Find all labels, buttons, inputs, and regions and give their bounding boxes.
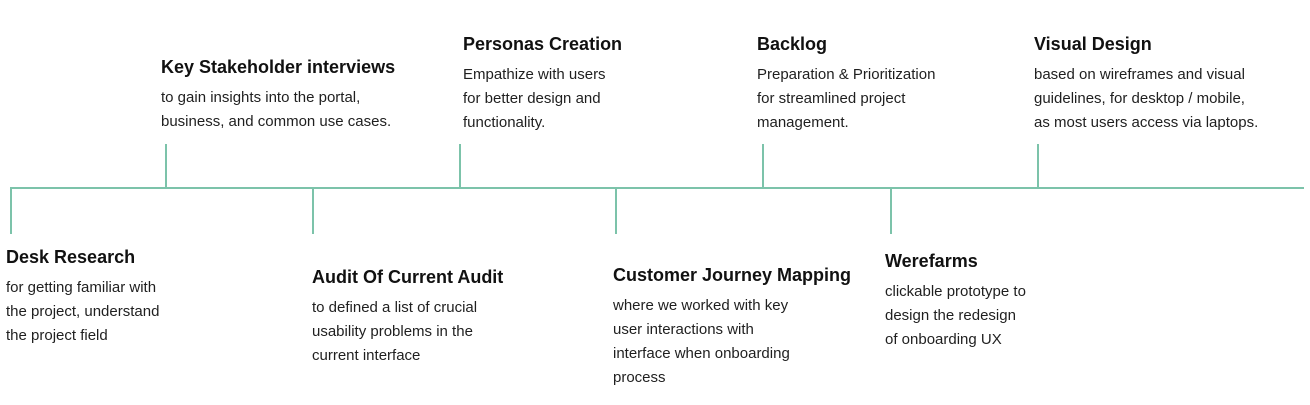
milestone-description: to defined a list of crucial usability p… bbox=[312, 299, 478, 364]
timeline-tick-personas-creation bbox=[459, 144, 461, 188]
timeline-tick-customer-journey-mapping bbox=[615, 187, 617, 234]
milestone-description: for getting familiar with the project, u… bbox=[6, 279, 160, 344]
milestone-title: Audit Of Current Audit bbox=[312, 267, 504, 287]
milestone-description: Empathize with users for better design a… bbox=[463, 66, 606, 131]
milestone-title: Visual Design bbox=[1034, 34, 1152, 54]
timeline-tick-werefarms bbox=[890, 187, 892, 234]
milestone-title: Werefarms bbox=[885, 251, 978, 271]
milestone-audit-of-current-audit: Audit Of Current Audit to defined a list… bbox=[312, 266, 503, 368]
milestone-title: Personas Creation bbox=[463, 34, 623, 54]
milestone-title: Backlog bbox=[757, 34, 828, 54]
milestone-backlog: Backlog Preparation & Prioritization for… bbox=[757, 33, 935, 135]
milestone-description: clickable prototype to design the redesi… bbox=[885, 283, 1026, 348]
timeline-tick-key-stakeholder-interviews bbox=[165, 144, 167, 188]
milestone-desk-research: Desk Research for getting familiar with … bbox=[6, 246, 159, 348]
timeline-tick-visual-design bbox=[1037, 144, 1039, 188]
milestone-visual-design: Visual Design based on wireframes and vi… bbox=[1034, 33, 1258, 135]
milestone-description: Preparation & Prioritization for streaml… bbox=[757, 66, 936, 131]
milestone-key-stakeholder-interviews: Key Stakeholder interviews to gain insig… bbox=[161, 56, 395, 134]
milestone-title: Key Stakeholder interviews bbox=[161, 57, 396, 77]
milestone-customer-journey-mapping: Customer Journey Mapping where we worked… bbox=[613, 264, 851, 390]
milestone-werefarms: Werefarms clickable prototype to design … bbox=[885, 250, 1026, 352]
milestone-description: based on wireframes and visual guideline… bbox=[1034, 66, 1259, 131]
timeline-tick-desk-research bbox=[10, 187, 12, 234]
milestone-personas-creation: Personas Creation Empathize with users f… bbox=[463, 33, 622, 135]
milestone-description: where we worked with key user interactio… bbox=[613, 297, 790, 386]
timeline-tick-backlog bbox=[762, 144, 764, 188]
timeline-tick-audit-of-current-audit bbox=[312, 187, 314, 234]
milestone-description: to gain insights into the portal, busine… bbox=[161, 89, 392, 130]
milestone-title: Customer Journey Mapping bbox=[613, 265, 852, 285]
milestone-title: Desk Research bbox=[6, 247, 136, 267]
timeline-axis-line bbox=[10, 187, 1304, 189]
